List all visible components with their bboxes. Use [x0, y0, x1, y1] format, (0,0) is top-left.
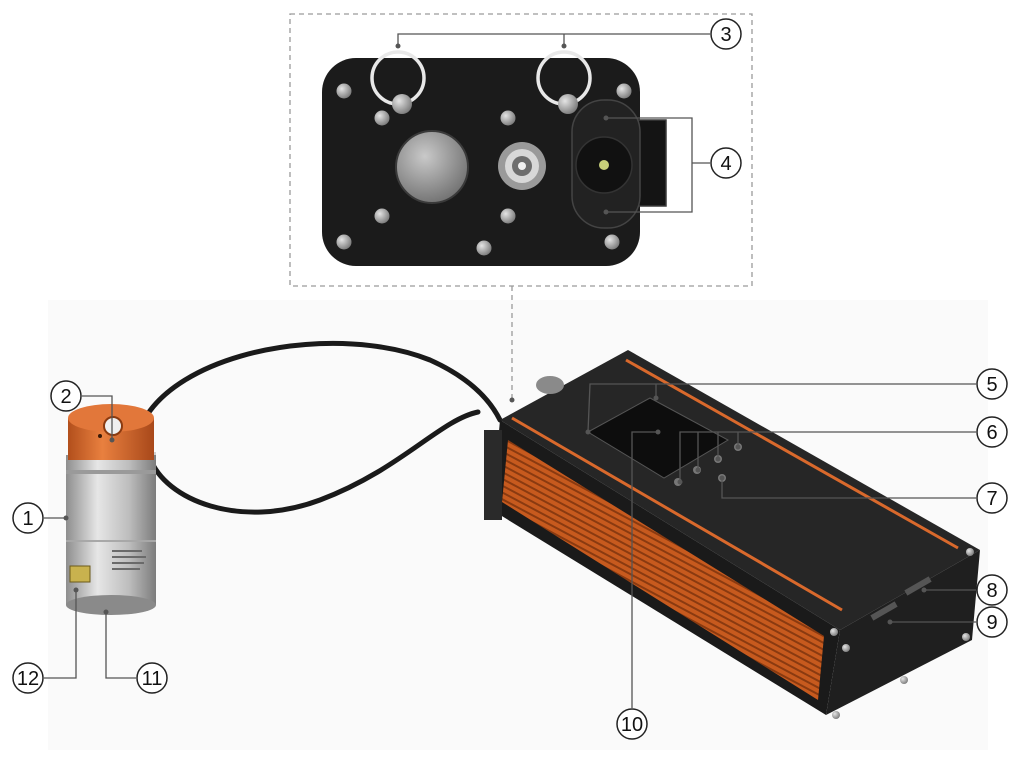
- lanyard-rings: [370, 50, 592, 114]
- callout-3: 3: [710, 18, 742, 50]
- callout-8-label: 8: [986, 580, 997, 602]
- rear-panel: [322, 50, 667, 266]
- instrument-side-fins: [502, 440, 824, 700]
- instrument-end-face: [826, 550, 980, 715]
- end-face-screws: [830, 548, 974, 719]
- rear-panel-charging-port: [571, 99, 667, 229]
- leader-lines: [44, 33, 976, 708]
- callout-2: 2: [50, 380, 82, 412]
- callout-7: 7: [976, 482, 1008, 514]
- callout-5-label: 5: [986, 374, 997, 396]
- callout-12: 12: [12, 662, 44, 694]
- callout-10-label: 10: [621, 714, 643, 736]
- callout-8: 8: [976, 574, 1008, 606]
- rear-panel-large-button: [395, 130, 469, 204]
- callout-11: 11: [136, 662, 168, 694]
- callout-12-label: 12: [17, 668, 39, 690]
- callouts: 1 2 3 4 5 6 7 8: [12, 18, 1008, 740]
- probe-cable-loop: [147, 409, 481, 515]
- callout-7-label: 7: [986, 488, 997, 510]
- rear-panel-screws: [336, 83, 632, 256]
- callout-11-label: 11: [142, 668, 163, 690]
- callout-9: 9: [976, 606, 1008, 638]
- callout-4: 4: [710, 147, 742, 179]
- display-screen: [586, 397, 730, 479]
- inset-dashed-frame: [289, 13, 753, 287]
- usb-port: [904, 576, 932, 596]
- rear-connector-nub: [484, 376, 564, 520]
- callout-5: 5: [976, 368, 1008, 400]
- callout-9-label: 9: [986, 612, 997, 634]
- callout-6-label: 6: [986, 422, 997, 444]
- callout-1: 1: [12, 502, 44, 534]
- callout-1-label: 1: [22, 508, 33, 530]
- sensor-probe: [66, 404, 156, 615]
- instrument-body: [484, 350, 980, 719]
- leader-dots: [63, 43, 927, 625]
- callout-2-label: 2: [60, 386, 71, 408]
- probe-sensor-window: [103, 416, 123, 436]
- callout-6: 6: [976, 416, 1008, 448]
- rear-panel-round-connector: [498, 142, 546, 190]
- callout-10: 10: [616, 708, 648, 740]
- callout-4-label: 4: [720, 153, 731, 175]
- power-port: [870, 601, 898, 621]
- callout-3-label: 3: [720, 24, 731, 46]
